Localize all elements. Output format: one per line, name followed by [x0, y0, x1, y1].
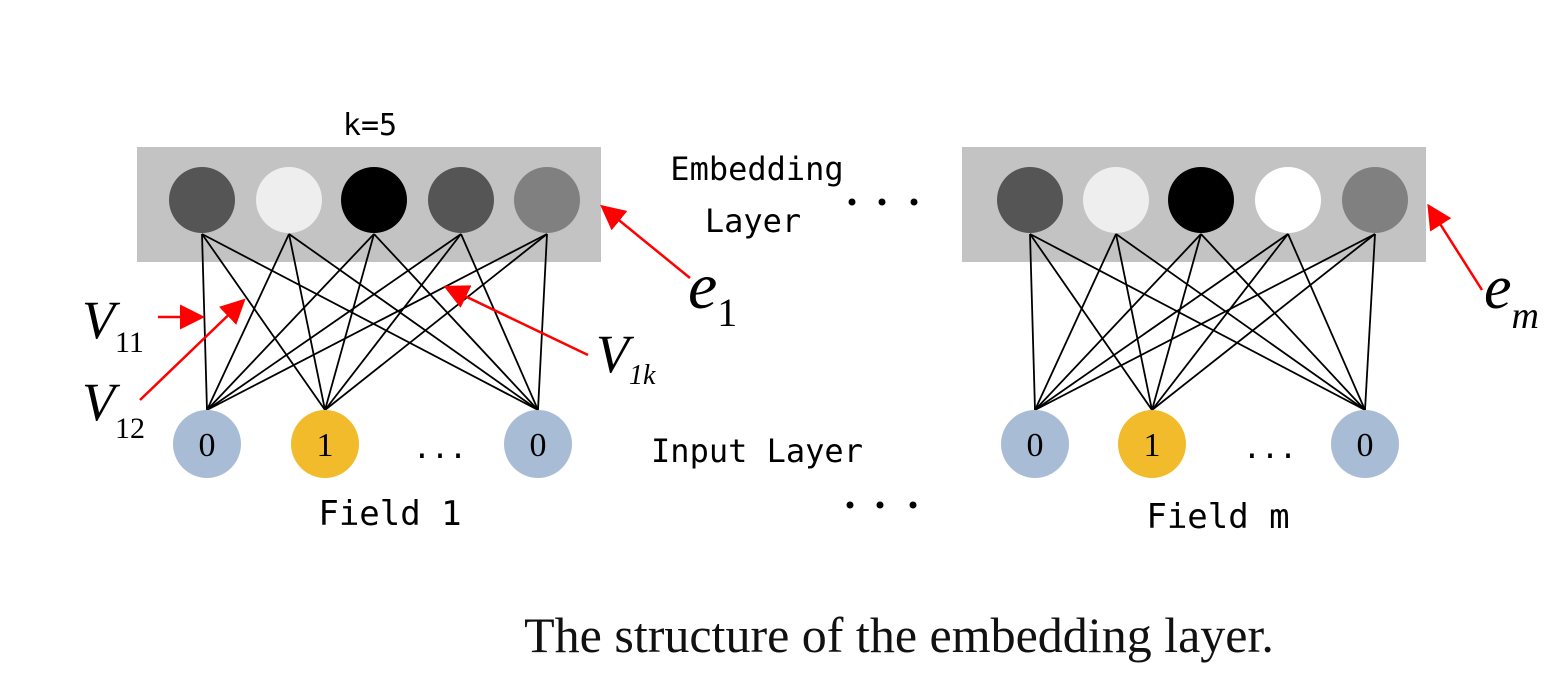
connection-line	[460, 233, 539, 411]
connection-line	[324, 233, 375, 411]
input-node-value: 1	[317, 427, 334, 464]
connection-line	[1200, 233, 1366, 411]
connection-line	[206, 233, 548, 411]
connection-line	[324, 233, 462, 411]
connection-line	[1034, 233, 1376, 411]
input-ellipsis: ...	[413, 431, 467, 466]
input-layer-label: Input Layer	[651, 432, 863, 470]
connection-line	[206, 233, 375, 411]
connection-line	[1364, 233, 1376, 411]
embedding-node	[428, 167, 494, 233]
input-node	[1001, 410, 1069, 478]
arrow-v12	[139, 298, 246, 401]
input-node-value: 0	[530, 427, 547, 464]
input-node-value: 0	[1027, 427, 1044, 464]
weight-v1k-label: V1k	[596, 324, 656, 391]
connection-line	[1034, 233, 1289, 411]
connection-line	[1151, 233, 1376, 411]
vector-e1-label: e1	[688, 250, 737, 335]
connection-line	[1029, 233, 1036, 411]
input-node-value: 1	[1144, 427, 1161, 464]
connection-line	[201, 233, 539, 411]
field-m-label: Field m	[1146, 497, 1289, 537]
embedding-node	[997, 167, 1063, 233]
embedding-node	[514, 167, 580, 233]
embedding-layer-label-line2: Layer	[705, 202, 801, 240]
embedding-node	[169, 167, 235, 233]
input-node	[291, 410, 359, 478]
input-nodes-field-m: 0 1... 0	[1001, 410, 1399, 478]
connection-line	[288, 233, 326, 411]
connection-line	[206, 233, 290, 411]
weight-v11-label: V11	[82, 290, 144, 359]
weight-v12-label: V12	[82, 372, 145, 445]
figure-caption: The structure of the embedding layer.	[524, 607, 1274, 663]
input-ellipsis: ...	[1243, 431, 1297, 466]
input-node	[1331, 410, 1399, 478]
ellipsis-input	[846, 501, 917, 509]
connection-line	[206, 233, 462, 411]
arrow-em	[1427, 203, 1484, 291]
connection-line	[1029, 233, 1366, 411]
connection-line	[1115, 233, 1366, 411]
input-node	[1118, 410, 1186, 478]
k-label: k=5	[343, 108, 397, 143]
embedding-nodes-field-1	[169, 167, 580, 233]
ellipsis-embedding	[848, 198, 918, 206]
input-node-value: 0	[1357, 427, 1374, 464]
input-node	[173, 410, 241, 478]
connections-field-1	[201, 233, 548, 411]
arrow-e1	[600, 204, 691, 279]
embedding-layer-label-line1: Embedding	[670, 150, 843, 188]
connection-line	[1151, 233, 1289, 411]
connection-line	[1029, 233, 1153, 411]
embedding-node	[341, 167, 407, 233]
embedding-node	[1083, 167, 1149, 233]
connection-line	[373, 233, 539, 411]
connection-line	[288, 233, 539, 411]
vector-em-label: em	[1484, 254, 1539, 337]
embedding-node	[1168, 167, 1234, 233]
embedding-node	[1342, 167, 1408, 233]
connection-line	[324, 233, 548, 411]
connection-line	[201, 233, 326, 411]
connections-field-m	[1029, 233, 1376, 411]
arrow-v1k	[443, 285, 589, 357]
connection-line	[1034, 233, 1202, 411]
connection-line	[1287, 233, 1366, 411]
connection-line	[1034, 233, 1117, 411]
embedding-nodes-field-m	[997, 167, 1408, 233]
connection-line	[1151, 233, 1202, 411]
input-node-value: 0	[199, 427, 216, 464]
input-nodes-field-1: 0 1... 0	[173, 410, 572, 478]
connection-line	[537, 233, 548, 411]
input-node	[504, 410, 572, 478]
field-1-label: Field 1	[318, 494, 461, 534]
connection-line	[1115, 233, 1153, 411]
embedding-node	[1255, 167, 1321, 233]
embedding-node	[256, 167, 322, 233]
